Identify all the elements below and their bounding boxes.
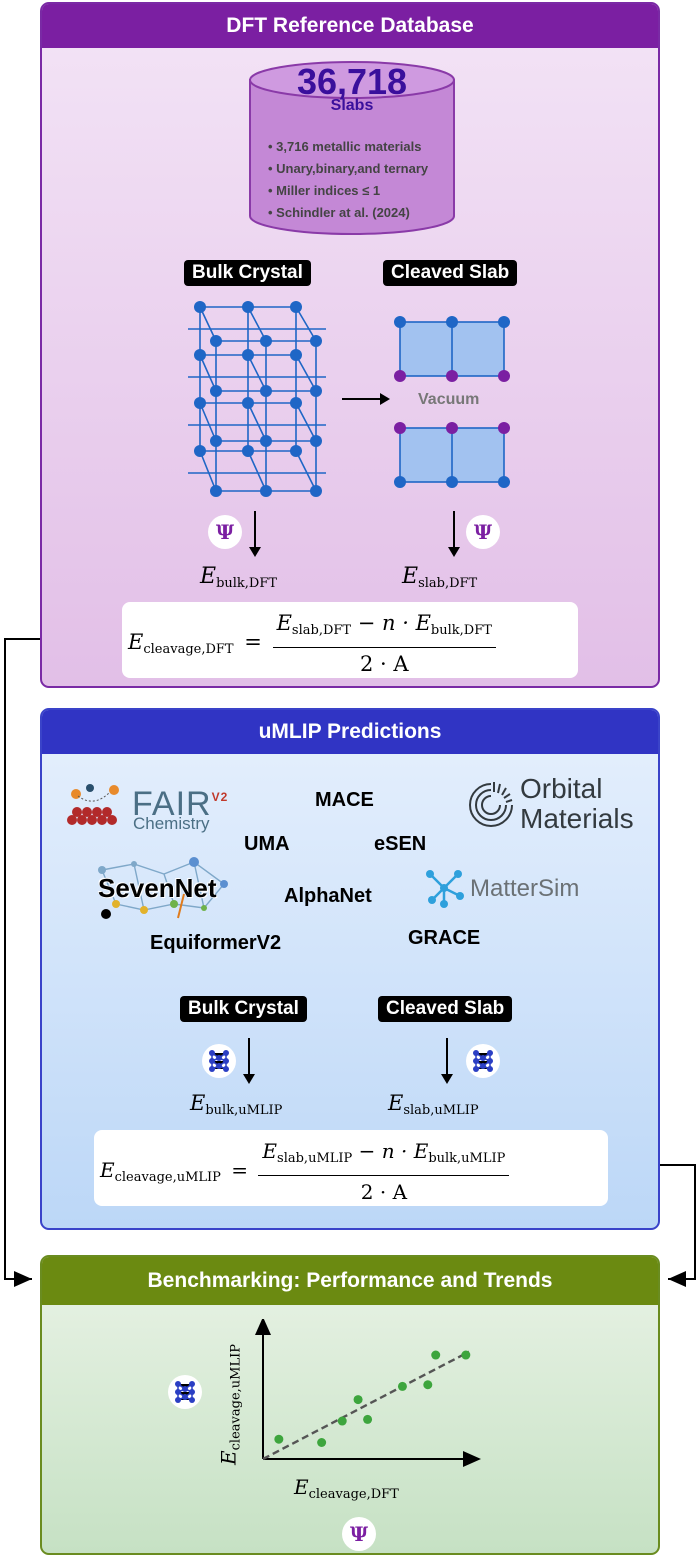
- psi-icon: Ψ: [466, 515, 500, 549]
- fair-chemistry-logo-graphic: [67, 784, 119, 825]
- fair-logo-text: FAIRV2: [132, 785, 229, 823]
- data-point: [274, 1434, 284, 1444]
- bullet-materials: • 3,716 metallic materials: [268, 139, 422, 154]
- data-point: [423, 1380, 433, 1390]
- bulk-down-arrow: [243, 1038, 255, 1084]
- orbital-logo-line1: Orbital: [520, 773, 603, 804]
- bulk-crystal-label: Bulk Crystal: [180, 996, 307, 1022]
- orbital-logo-line2: Materials: [520, 803, 634, 834]
- cleaved-slab-label: Cleaved Slab: [383, 260, 518, 286]
- data-point: [363, 1414, 373, 1424]
- data-point: [317, 1438, 327, 1447]
- dft-panel-title: DFT Reference Database: [42, 4, 658, 48]
- neural-network-icon: [202, 1044, 236, 1078]
- neural-network-icon: [168, 1375, 202, 1409]
- data-point: [461, 1350, 471, 1360]
- svg-text:Ψ: Ψ: [474, 520, 493, 544]
- bulk-crystal-label: Bulk Crystal: [184, 260, 311, 286]
- cleave-arrow: [342, 393, 390, 405]
- neural-network-icon: [466, 1044, 500, 1078]
- psi-icon: Ψ: [208, 515, 242, 549]
- benchmark-panel: Benchmarking: Performance and Trends Ecl…: [40, 1255, 660, 1555]
- parity-scatter-plot: [255, 1319, 481, 1467]
- model-equiformer: EquiformerV2: [150, 932, 282, 954]
- bullet-reference: • Schindler at al. (2024): [268, 205, 410, 220]
- psi-icon: Ψ: [342, 1517, 376, 1551]
- sevennet-logo-graphic: [98, 857, 228, 919]
- data-point: [397, 1381, 407, 1391]
- bulk-dft-energy: Ebulk,DFT: [200, 564, 278, 591]
- model-alphanet: AlphaNet: [284, 885, 372, 907]
- orbital-materials-logo-graphic: [469, 782, 513, 827]
- bulk-umlip-energy: Ebulk,uMLIP: [190, 1091, 283, 1118]
- bullet-miller: • Miller indices ≤ 1: [268, 183, 381, 198]
- bullet-composition: • Unary,binary,and ternary: [268, 161, 429, 176]
- slab-dft-energy: Eslab,DFT: [402, 564, 478, 591]
- cleaved-slab-label: Cleaved Slab: [378, 996, 513, 1022]
- dft-cleavage-formula: Ecleavage,DFT = Eslab,DFT − n · Ebulk,DF…: [122, 602, 578, 678]
- mattersim-logo-graphic: [426, 870, 464, 908]
- svg-text:Ψ: Ψ: [350, 1522, 369, 1546]
- bulk-down-arrow: [249, 511, 261, 557]
- database-bullets: • 3,716 metallic materials • Unary,binar…: [268, 136, 428, 224]
- svg-text:Ψ: Ψ: [216, 520, 235, 544]
- fair-logo-subtext: Chemistry: [133, 814, 210, 833]
- slab-count: 36,718: [296, 61, 408, 102]
- model-mace: MACE: [315, 789, 374, 811]
- trend-line: [262, 1350, 470, 1461]
- bulk-crystal-lattice: [188, 301, 326, 497]
- slab-down-arrow: [448, 511, 460, 557]
- slab-umlip-energy: Eslab,uMLIP: [388, 1091, 479, 1118]
- umlip-panel: uMLIP Predictions FAIRV2 Chemistry MACE …: [40, 708, 660, 1230]
- data-point: [337, 1416, 347, 1426]
- umlip-cleavage-formula: Ecleavage,uMLIP = Eslab,uMLIP − n · Ebul…: [94, 1130, 608, 1206]
- y-axis-label: Ecleavage,uMLIP: [216, 1344, 244, 1465]
- data-point: [431, 1350, 441, 1360]
- cleaved-slab-structure: [394, 316, 510, 488]
- model-uma: UMA: [244, 833, 290, 855]
- model-sevennet: SevenNet: [98, 873, 217, 903]
- database-cylinder: [249, 61, 455, 235]
- slab-count-unit: Slabs: [330, 97, 374, 114]
- model-mattersim: MatterSim: [470, 875, 580, 902]
- benchmark-panel-title: Benchmarking: Performance and Trends: [42, 1257, 658, 1305]
- vacuum-label: Vacuum: [418, 391, 480, 408]
- model-esen: eSEN: [374, 833, 427, 855]
- umlip-panel-title: uMLIP Predictions: [42, 710, 658, 754]
- data-point: [353, 1395, 363, 1405]
- x-axis-label: Ecleavage,DFT: [294, 1475, 399, 1502]
- slab-down-arrow: [441, 1038, 453, 1084]
- model-grace: GRACE: [408, 927, 481, 949]
- dft-panel: DFT Reference Database 36,718 Slabs • 3,…: [40, 2, 660, 688]
